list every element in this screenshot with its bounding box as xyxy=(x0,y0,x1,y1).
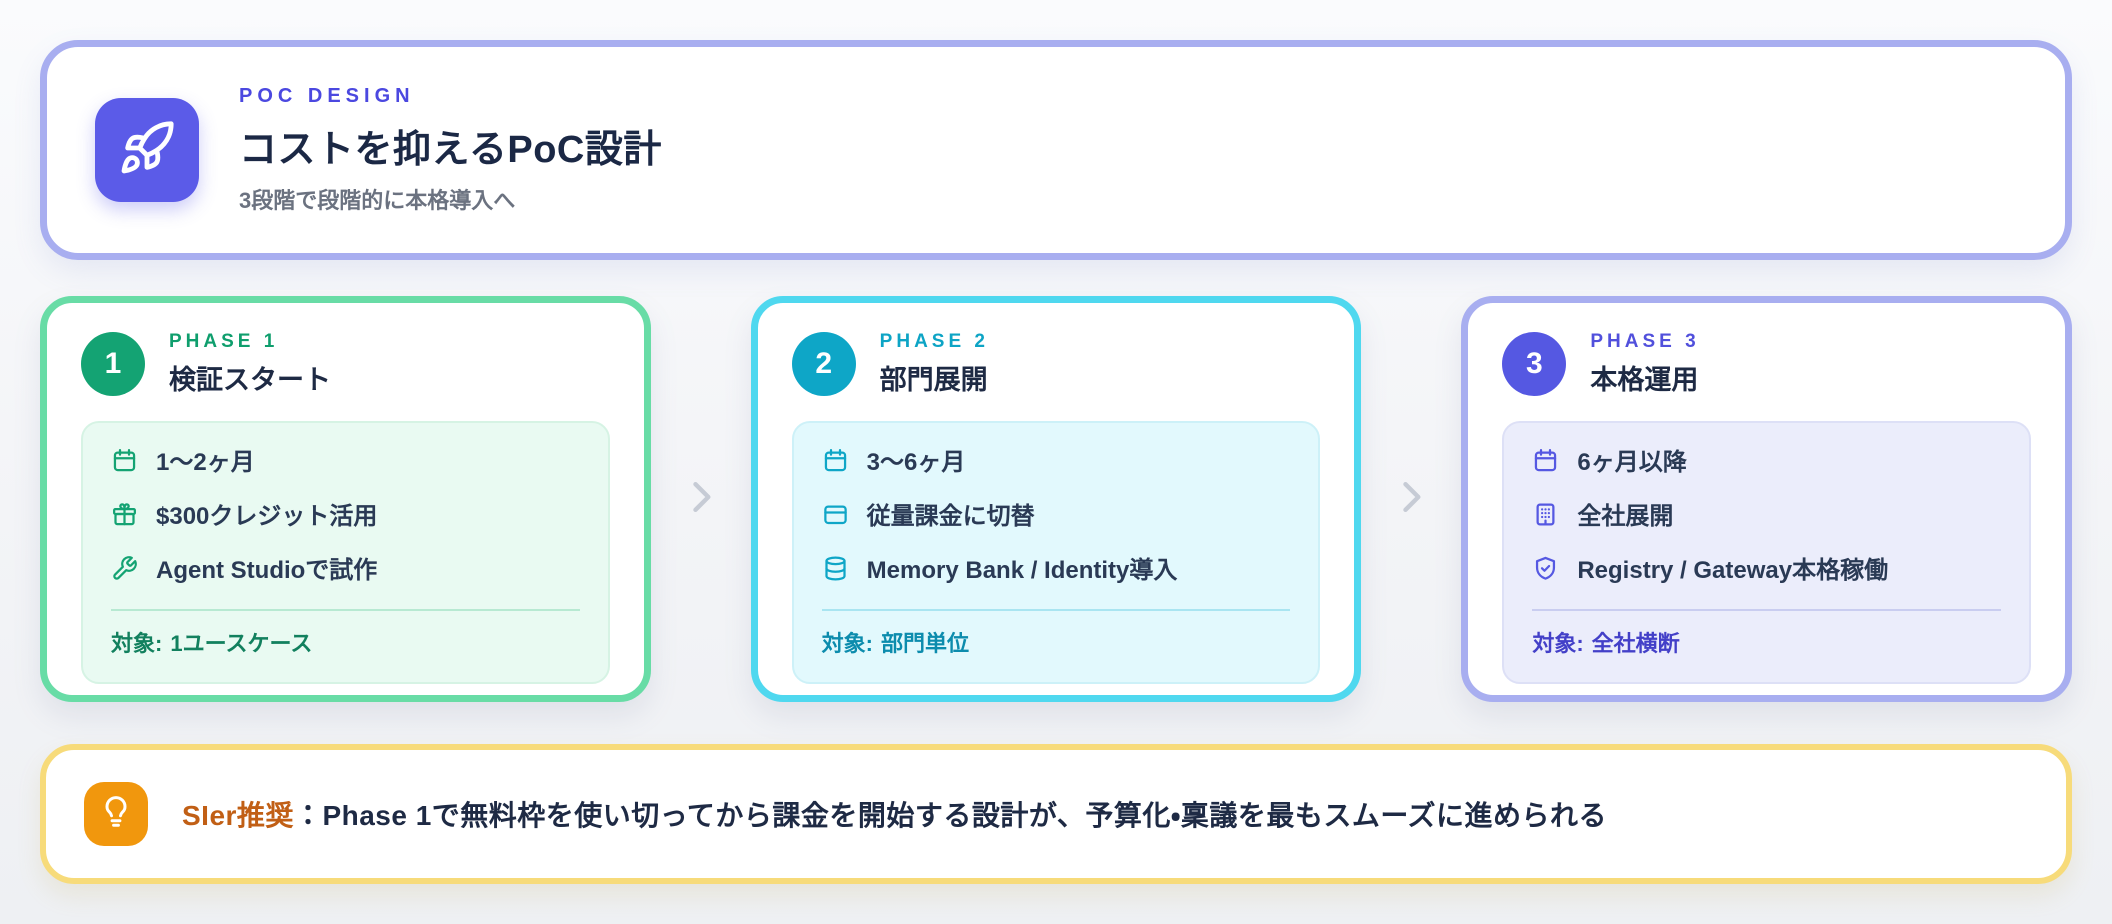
phase-1-kicker: PHASE 1 xyxy=(169,331,279,352)
database-icon xyxy=(822,555,849,587)
list-item: 1〜2ヶ月 xyxy=(111,447,580,479)
tip-banner: SIer推奨：Phase 1で無料枠を使い切ってから課金を開始する設計が、予算化… xyxy=(40,744,2072,884)
target-value: 全社横断 xyxy=(1591,631,1680,656)
phase-2-head: 2 PHASE 2 部門展開 xyxy=(791,331,1321,397)
divider xyxy=(111,609,580,611)
phase-arrow-1 xyxy=(651,296,751,702)
phase-1-head: 1 PHASE 1 検証スタート xyxy=(81,331,610,397)
phase-arrow-2 xyxy=(1361,296,1461,702)
target-row: 対象: 全社横断 xyxy=(1532,626,2001,658)
phase-3-number-badge: 3 xyxy=(1502,332,1567,396)
list-item: Memory Bank / Identity導入 xyxy=(822,555,1291,587)
lightbulb-icon xyxy=(98,794,134,835)
lightbulb-icon-badge xyxy=(84,782,148,846)
list-item: Agent Studioで試作 xyxy=(111,555,580,587)
building-icon xyxy=(1532,501,1559,533)
rocket-icon-badge xyxy=(95,98,199,202)
phase-row: 1 PHASE 1 検証スタート 1〜2ヶ月 xyxy=(40,296,2073,702)
detail-text: Memory Bank / Identity導入 xyxy=(866,557,1178,584)
phase-card-2: 2 PHASE 2 部門展開 3〜6ヶ月 xyxy=(750,296,1362,702)
target-value: 部門単位 xyxy=(881,631,970,656)
phase-3-kicker: PHASE 3 xyxy=(1590,331,1700,352)
phase-2-kicker: PHASE 2 xyxy=(879,331,989,352)
detail-text: 従量課金に切替 xyxy=(866,503,1035,530)
phase-2-number-badge: 2 xyxy=(791,332,856,396)
calendar-icon xyxy=(1532,447,1559,479)
page-title: コストを抑えるPoC設計 xyxy=(239,129,662,171)
calendar-icon xyxy=(111,447,138,479)
wrench-icon xyxy=(111,555,138,587)
target-value: 1ユースケース xyxy=(170,631,313,656)
divider xyxy=(1532,609,2002,611)
tip-text: SIer推奨：Phase 1で無料枠を使い切ってから課金を開始する設計が、予算化… xyxy=(182,794,1607,834)
detail-text: 3〜6ヶ月 xyxy=(866,449,966,476)
detail-text: 6ヶ月以降 xyxy=(1577,449,1687,476)
tip-highlight: SIer推奨 xyxy=(182,800,294,831)
list-item: 従量課金に切替 xyxy=(822,501,1291,533)
page-subtitle: 3段階で段階的に本格導入へ xyxy=(239,188,516,213)
phase-1-title: 検証スタート xyxy=(169,365,331,395)
detail-text: Agent Studioで試作 xyxy=(156,557,378,584)
credit-card-icon xyxy=(822,501,849,533)
shield-check-icon xyxy=(1532,555,1559,587)
header-card: POC DESIGN コストを抑えるPoC設計 3段階で段階的に本格導入へ xyxy=(40,40,2072,260)
phase-2-detail-panel: 3〜6ヶ月 従量課金に切替 xyxy=(791,421,1321,684)
phase-card-3: 3 PHASE 3 本格運用 6ヶ月以降 xyxy=(1461,296,2073,702)
list-item: 全社展開 xyxy=(1532,501,2001,533)
list-item: Registry / Gateway本格稼働 xyxy=(1532,555,2001,587)
target-label: 対象: xyxy=(821,631,873,656)
phase-1-number-badge: 1 xyxy=(81,332,145,396)
header-text: POC DESIGN コストを抑えるPoC設計 3段階で段階的に本格導入へ xyxy=(239,85,662,215)
target-label: 対象: xyxy=(111,631,163,656)
header-kicker: POC DESIGN xyxy=(239,85,415,107)
gift-icon xyxy=(111,501,138,533)
detail-text: $300クレジット活用 xyxy=(156,503,378,530)
list-item: $300クレジット活用 xyxy=(111,501,580,533)
phase-3-title: 本格運用 xyxy=(1590,365,1699,395)
chevron-right-icon xyxy=(1389,475,1433,524)
tip-body: ：Phase 1で無料枠を使い切ってから課金を開始する設計が、予算化・稟議を最も… xyxy=(293,800,1607,831)
calendar-icon xyxy=(822,447,849,479)
rocket-icon xyxy=(118,119,176,182)
detail-text: 1〜2ヶ月 xyxy=(156,449,255,476)
divider xyxy=(821,609,1291,611)
list-item: 3〜6ヶ月 xyxy=(822,447,1291,479)
list-item: 6ヶ月以降 xyxy=(1532,447,2001,479)
detail-text: Registry / Gateway本格稼働 xyxy=(1577,557,1889,584)
target-row: 対象: 1ユースケース xyxy=(111,626,580,658)
target-row: 対象: 部門単位 xyxy=(822,626,1291,658)
detail-text: 全社展開 xyxy=(1577,503,1674,530)
phase-2-title: 部門展開 xyxy=(879,365,988,395)
phase-1-detail-panel: 1〜2ヶ月 $300クレジット活用 xyxy=(81,421,610,684)
phase-card-1: 1 PHASE 1 検証スタート 1〜2ヶ月 xyxy=(40,296,651,702)
chevron-right-icon xyxy=(679,475,723,524)
target-label: 対象: xyxy=(1532,631,1584,656)
phase-3-detail-panel: 6ヶ月以降 全社展開 xyxy=(1502,421,2032,684)
phase-3-head: 3 PHASE 3 本格運用 xyxy=(1502,331,2031,397)
